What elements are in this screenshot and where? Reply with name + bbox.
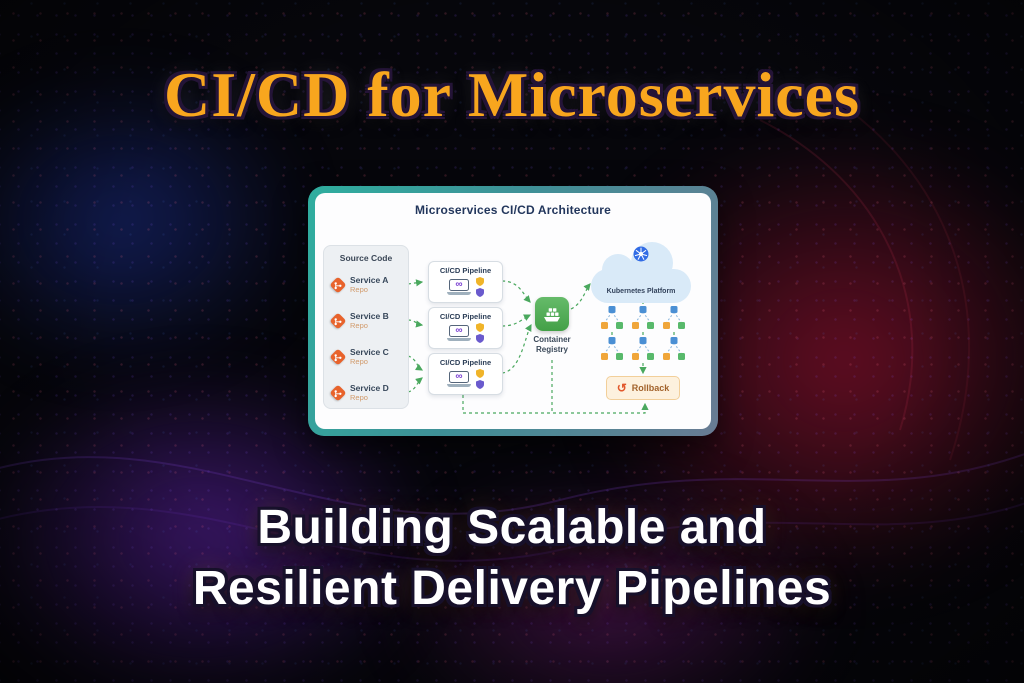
registry-label: Container Registry [514,335,590,355]
rollback-icon [617,382,627,394]
infinity-icon [455,326,462,336]
architecture-diagram: Microservices CI/CD Architecture [315,193,711,429]
git-branch-icon [329,348,347,366]
infinity-icon [455,372,462,382]
pipeline-label: CI/CD Pipeline [439,312,492,321]
pipeline-box: CI/CD Pipeline [428,353,503,395]
registry-label-line1: Container [533,335,571,344]
container-registry-icon [535,297,569,331]
cloud-shape [591,269,691,303]
service-name: Service A [350,274,389,285]
infinity-icon [455,280,462,290]
node-cluster-icon [663,306,685,329]
git-branch-icon [329,276,347,294]
node-cluster-icon [632,306,654,329]
pipeline-icons [447,277,484,297]
page-subtitle: Building Scalable and Resilient Delivery… [0,497,1024,619]
service-name: Service C [350,346,389,357]
service-repo-label: Repo [350,284,368,294]
subtitle-line2: Resilient Delivery Pipelines [192,562,832,615]
shield-icon-gold [476,277,484,286]
diagram-title: Microservices CI/CD Architecture [414,203,612,217]
shield-icon-gold [476,323,484,332]
node-cluster-icon [601,306,623,329]
service-repo-label: Repo [350,320,368,330]
shield-icon-purple [476,380,484,389]
pipeline-badges [476,369,484,389]
service-repo-label: Repo [350,392,368,402]
git-branch-icon [329,384,347,402]
subtitle-line1: Building Scalable and [257,501,767,554]
service-name: Service D [350,382,389,393]
pipeline-badges [476,323,484,343]
pipeline-label: CI/CD Pipeline [439,266,492,275]
service-name: Service B [350,310,389,321]
service-repo-label: Repo [350,356,368,366]
pipeline-box: CI/CD Pipeline [428,307,503,349]
architecture-card: Microservices CI/CD Architecture [308,186,718,436]
node-cluster-icon [601,337,623,360]
container-ship-icon [544,308,560,322]
rollback-label: Rollback [631,383,670,393]
page-title: CI/CD for Microservices [164,59,860,130]
pipeline-box: CI/CD Pipeline [428,261,503,303]
pipeline-icons [447,323,484,343]
source-panel-title: Source Code [339,253,393,263]
shield-icon-gold [476,369,484,378]
pipeline-label: CI/CD Pipeline [439,358,492,367]
laptop-pipeline-icon [447,371,471,387]
shield-icon-purple [476,334,484,343]
pipeline-badges [476,277,484,297]
pipeline-icons [447,369,484,389]
laptop-pipeline-icon [447,325,471,341]
kubernetes-wheel-icon [633,246,649,262]
registry-label-line2: Registry [535,345,568,354]
node-cluster-icon [663,337,685,360]
git-branch-icon [329,312,347,330]
kubernetes-cloud: Kubernetes Platform [591,242,691,303]
kubernetes-platform-label: Kubernetes Platform [606,288,676,295]
rollback-box: Rollback [606,376,680,400]
laptop-pipeline-icon [447,279,471,295]
shield-icon-purple [476,288,484,297]
node-cluster-icon [632,337,654,360]
connector-arrows [407,279,675,414]
